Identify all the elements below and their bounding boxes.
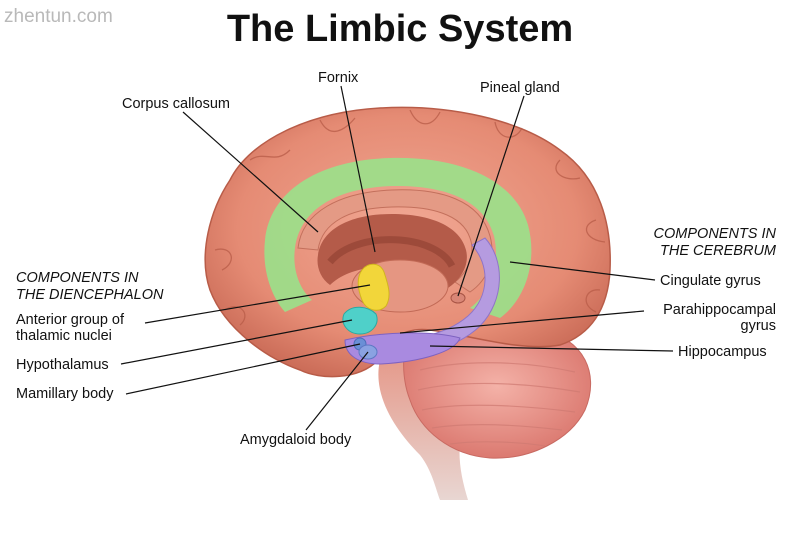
leader-parahippocampal-gyrus [399, 310, 645, 334]
label-corpus-callosum: Corpus callosum [122, 96, 230, 112]
label-fornix: Fornix [318, 70, 359, 86]
anterior-thalamic-nuclei [357, 263, 390, 311]
cingulate-gyrus [264, 157, 532, 318]
leader-mamillary-body [125, 343, 361, 395]
hypothalamus [342, 306, 378, 335]
label-anterior-thalamic-line2: thalamic nuclei [16, 328, 112, 344]
section-cerebrum-line2: THE CEREBRUM [659, 243, 776, 259]
leader-fornix [340, 85, 376, 253]
label-hypothalamus: Hypothalamus [16, 357, 109, 373]
leader-amygdaloid-body [305, 351, 369, 431]
section-cerebrum: COMPONENTS IN THE CEREBRUM [654, 226, 776, 260]
cerebellum-folia [417, 362, 581, 447]
label-parahippocampal-gyrus: Parahippocampal gyrus [663, 302, 776, 334]
cortex-sulci [214, 109, 606, 326]
leader-anterior-thalamic [144, 284, 371, 324]
leader-lines [120, 85, 674, 431]
section-diencephalon: COMPONENTS IN THE DIENCEPHALON [16, 270, 163, 304]
watermark: zhentun.com [4, 6, 113, 27]
label-cingulate-gyrus: Cingulate gyrus [660, 273, 761, 289]
section-cerebrum-line1: COMPONENTS IN [653, 226, 776, 242]
leader-cingulate-gyrus [509, 261, 656, 281]
section-diencephalon-line2: THE DIENCEPHALON [16, 287, 164, 303]
leader-hypothalamus [120, 319, 353, 365]
label-anterior-thalamic-nuclei: Anterior group of thalamic nuclei [16, 312, 124, 344]
leader-pineal-gland [457, 95, 525, 297]
corpus-callosum [297, 189, 493, 293]
label-amygdaloid-body: Amygdaloid body [240, 432, 352, 448]
leader-hippocampus [429, 345, 674, 352]
label-pineal-gland: Pineal gland [480, 80, 560, 96]
leader-corpus-callosum [182, 111, 319, 233]
label-hippocampus: Hippocampus [678, 344, 767, 360]
diagram-title: The Limbic System [226, 8, 574, 50]
label-parahippocampal-line1: Parahippocampal [663, 302, 776, 318]
section-diencephalon-line1: COMPONENTS IN [16, 270, 139, 286]
label-mamillary-body: Mamillary body [16, 386, 114, 402]
label-anterior-thalamic-line1: Anterior group of [16, 312, 125, 328]
label-parahippocampal-line2: gyrus [740, 318, 776, 334]
pineal-gland [450, 292, 466, 304]
fornix [327, 236, 456, 268]
